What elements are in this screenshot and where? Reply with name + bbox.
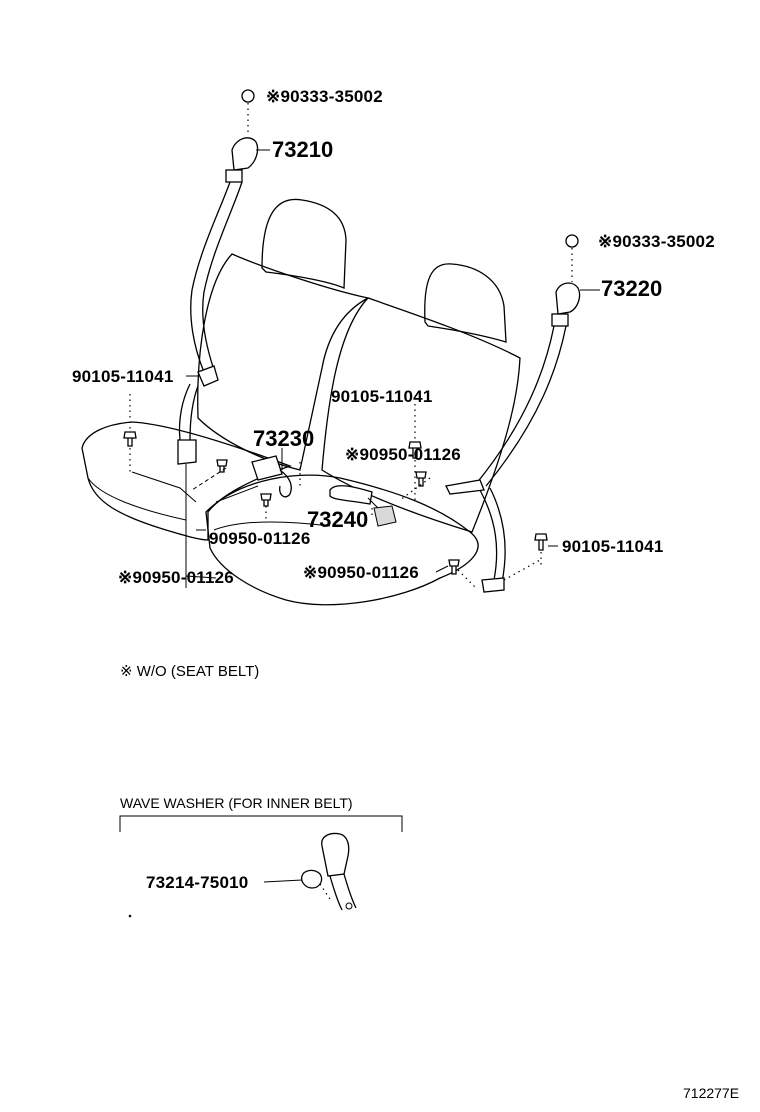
fasteners — [123, 89, 579, 575]
figure-code: 712277E — [683, 1085, 739, 1101]
bolt-90105-center-icon — [408, 441, 422, 459]
rear-seat — [81, 198, 521, 606]
bolt-90333-right-icon — [565, 234, 579, 248]
label-bolt-center: 90105-11041 — [331, 387, 432, 406]
label-wave-washer-part: 73214-75010 — [146, 873, 248, 892]
washer-lower-center-icon — [448, 559, 460, 575]
bolt-90333-left-icon — [241, 89, 255, 103]
label-73240: 73240 — [307, 507, 368, 532]
wave-washer-inset: WAVE WASHER (FOR INNER BELT) 73214-75010 — [119, 795, 403, 918]
label-73220: 73220 — [601, 276, 662, 301]
label-bolt-left-upper: 90105-11041 — [72, 367, 173, 386]
label-73230: 73230 — [253, 426, 314, 451]
buckle-73230 — [251, 455, 292, 498]
label-washer-mid: 90950-01126 — [209, 529, 310, 548]
legend-note: ※ W/O (SEAT BELT) — [120, 663, 259, 680]
label-top-left-bolt: ※90333-35002 — [266, 87, 383, 106]
label-bolt-center-washer: ※90950-01126 — [345, 445, 461, 464]
label-73210: 73210 — [272, 137, 333, 162]
inset-title: WAVE WASHER (FOR INNER BELT) — [120, 795, 353, 811]
label-bolt-right: 90105-11041 — [562, 537, 663, 556]
buckle-73240 — [329, 485, 397, 527]
left-outer-belt-73210 — [177, 137, 259, 588]
washer-center-icon — [415, 471, 427, 487]
washer-mid-icon — [260, 493, 272, 507]
washer-left-icon — [216, 459, 228, 473]
label-top-right-bolt: ※90333-35002 — [598, 232, 715, 251]
label-washer-left-lower: ※90950-01126 — [118, 568, 234, 587]
label-washer-center-lower: ※90950-01126 — [303, 563, 419, 582]
right-outer-belt-73220 — [445, 282, 581, 593]
bolt-90105-right-icon — [534, 533, 548, 551]
leader-lines — [185, 149, 600, 589]
bolt-90105-left-icon — [123, 431, 137, 447]
wave-washer-icon — [300, 869, 323, 889]
